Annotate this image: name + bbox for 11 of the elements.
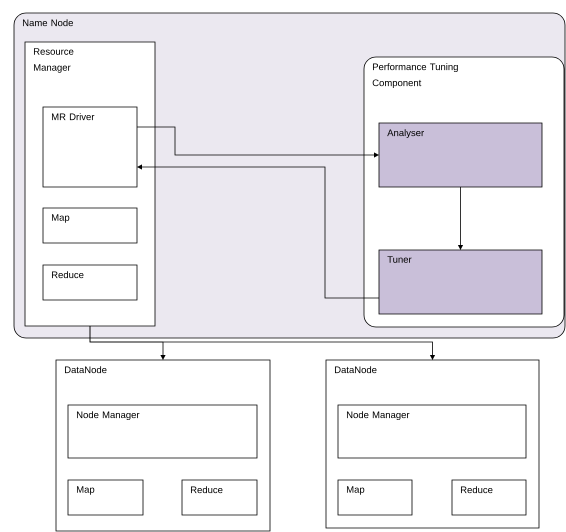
process-box: Node Manager [68, 404, 258, 458]
process-box: Map [68, 480, 144, 516]
process-box: MR Driver [42, 106, 138, 188]
process-box: Node Manager [338, 404, 526, 458]
process-box: Map [338, 480, 412, 516]
process-box: Analyser [378, 122, 542, 188]
process-box: Reduce [182, 480, 258, 516]
process-box: Reduce [42, 264, 138, 300]
process-box: Tuner [378, 250, 542, 314]
process-box: Reduce [452, 480, 526, 516]
process-box: Map [42, 208, 138, 244]
